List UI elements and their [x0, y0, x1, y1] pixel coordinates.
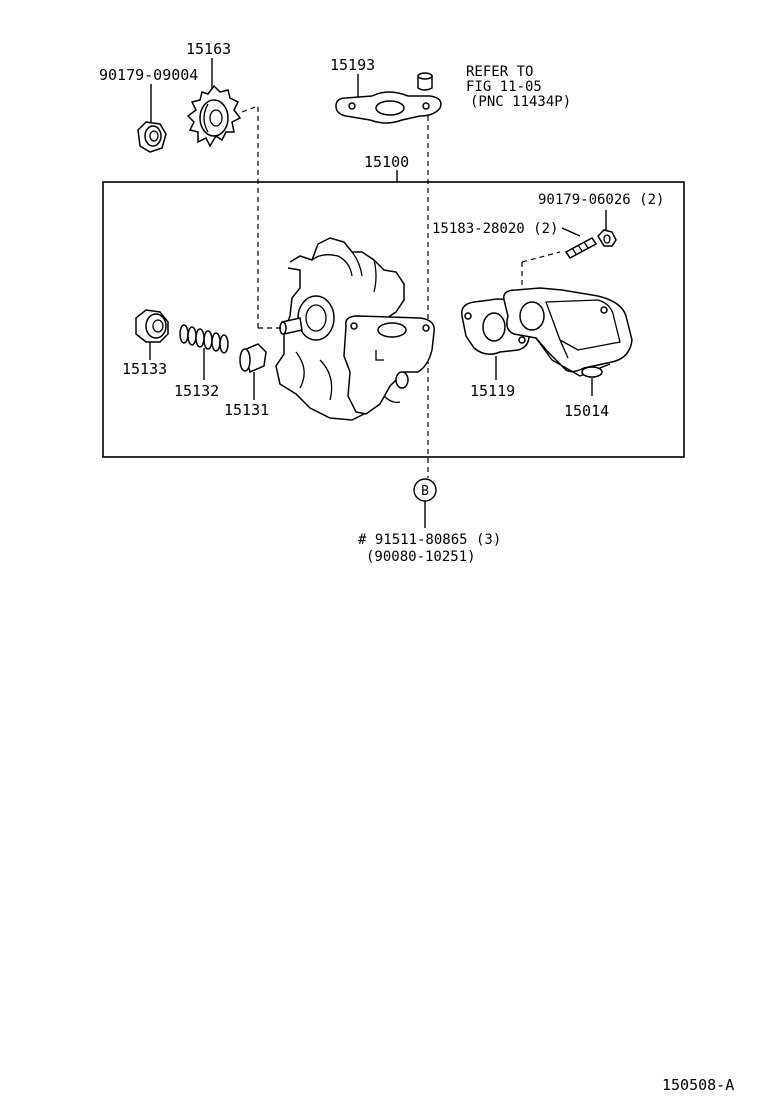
oil-pump-body-icon — [275, 237, 435, 421]
label-valve: 15131 — [224, 401, 269, 419]
label-nut-right: 90179-06026 (2) — [538, 192, 664, 208]
gasket-top-icon — [335, 74, 442, 124]
figure-id: 150508-A — [662, 1076, 734, 1094]
relief-valve-icon — [239, 343, 267, 400]
label-plug: 15133 — [122, 360, 167, 378]
label-nut-top: 90179-09004 — [99, 66, 198, 84]
label-bolt-line1: # 91511-80865 (3) — [358, 532, 501, 548]
label-gasket-right: 15119 — [470, 382, 515, 400]
cover-icon — [503, 287, 633, 396]
label-assembly: 15100 — [364, 153, 409, 171]
label-refer-line1: REFER TO — [466, 64, 533, 80]
callout-b-letter: B — [421, 484, 429, 499]
label-bolt-line2: (90080-10251) — [366, 549, 476, 565]
plug-icon — [135, 309, 169, 360]
spring-icon — [179, 324, 229, 380]
label-refer-line3: (PNC 11434P) — [470, 94, 571, 110]
nut-icon — [137, 84, 167, 153]
label-gasket-top: 15193 — [330, 56, 375, 74]
label-refer-line2: FIG 11-05 — [466, 79, 542, 95]
label-spring: 15132 — [174, 382, 219, 400]
label-sprocket: 15163 — [186, 40, 231, 58]
small-nut-icon — [597, 210, 617, 247]
gasket-right-icon — [461, 298, 530, 380]
label-stud: 15183-28020 (2) — [432, 221, 558, 237]
assembly-frame — [102, 181, 685, 458]
sleeve-icon — [417, 72, 433, 91]
sprocket-icon — [186, 58, 242, 148]
label-cover: 15014 — [564, 402, 609, 420]
stud-icon — [561, 227, 598, 259]
